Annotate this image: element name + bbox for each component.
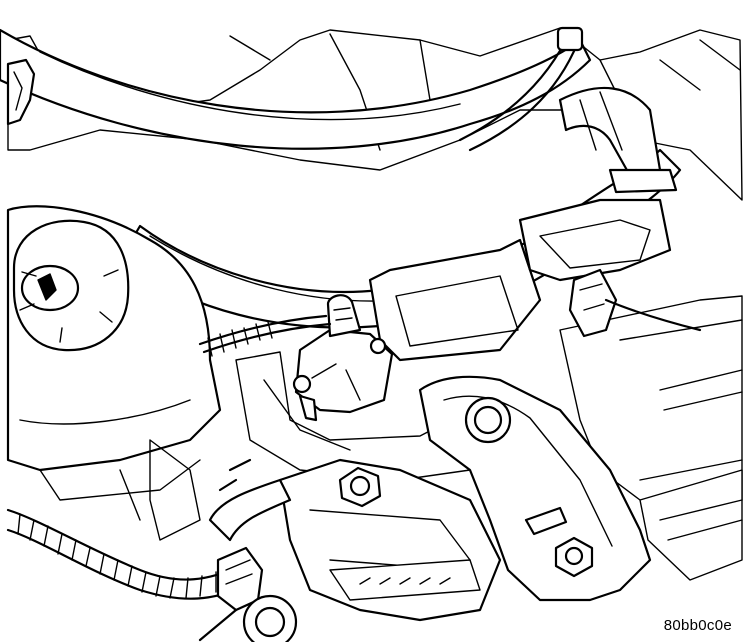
hose-clip xyxy=(6,58,36,126)
mount-bolt-upper xyxy=(464,396,512,444)
hose-fitting xyxy=(198,594,298,642)
wiring-harness-loom xyxy=(6,508,248,600)
mount-bolt-lower xyxy=(554,536,594,578)
sensor-harness xyxy=(198,314,332,357)
vacuum-line xyxy=(458,26,584,152)
bracket-bolt xyxy=(338,466,382,508)
edge-details xyxy=(119,369,743,541)
lower-bracket xyxy=(278,458,502,622)
figure-code: 80bb0c0e xyxy=(663,617,732,634)
hose-elbow xyxy=(558,86,678,194)
coil-connector xyxy=(568,268,702,338)
camshaft-sensor xyxy=(292,294,394,422)
heater-hose xyxy=(208,458,292,542)
coil-housings xyxy=(368,198,672,362)
reservoir-cap xyxy=(12,219,130,352)
upper-radiator-hose xyxy=(0,28,592,150)
